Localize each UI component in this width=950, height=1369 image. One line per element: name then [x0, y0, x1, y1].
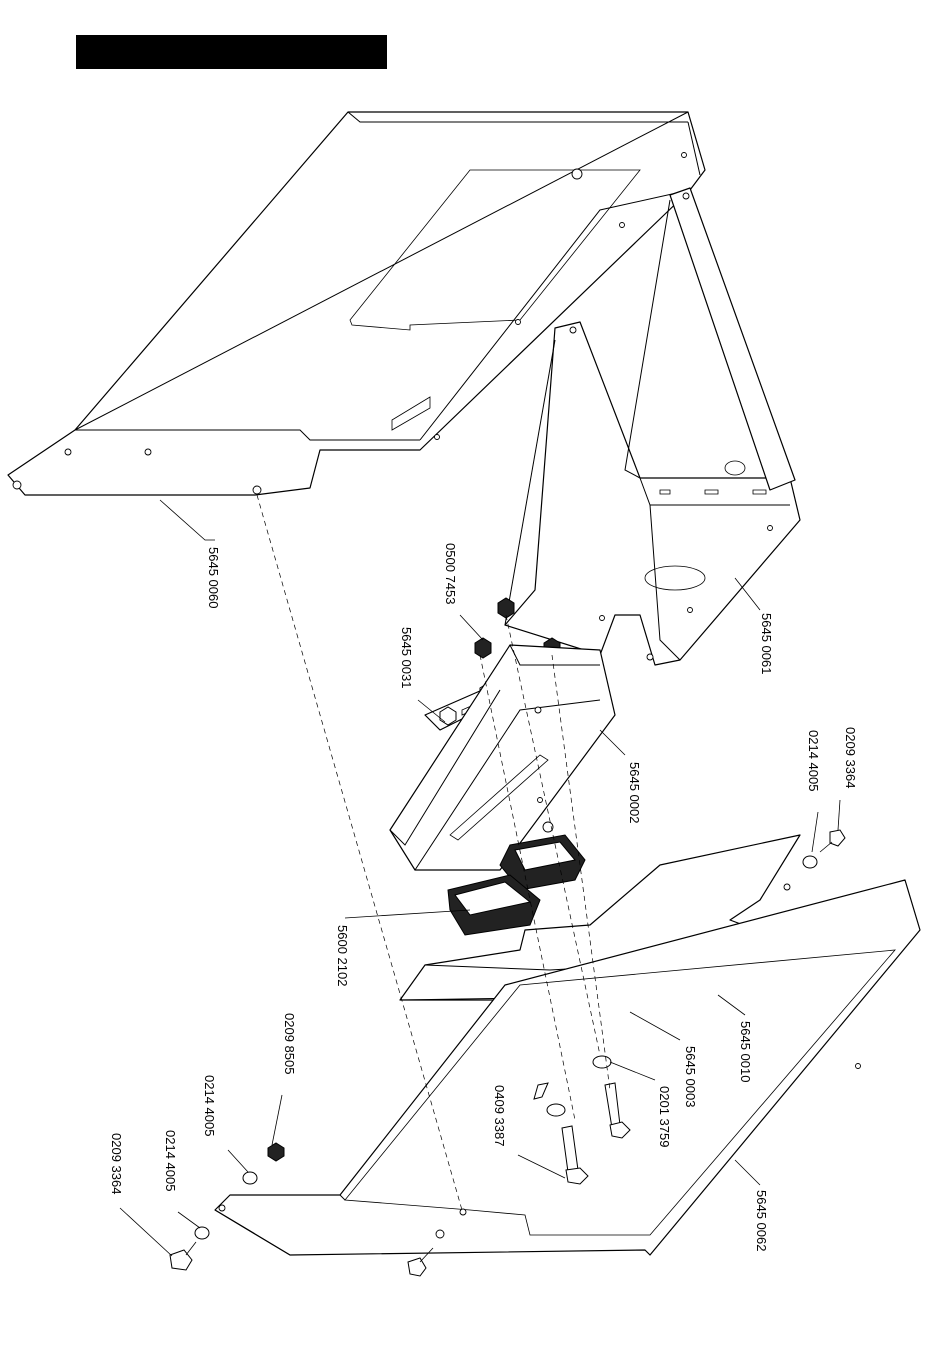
- label-0209-3364-left: 0209 3364: [109, 1133, 124, 1194]
- label-5645-0003: 5645 0003: [683, 1046, 698, 1107]
- label-0500-7453: 0500 7453: [443, 543, 458, 604]
- label-0214-4005-left: 0214 4005: [163, 1130, 178, 1191]
- right-bolt-and-washer: [803, 830, 845, 868]
- label-0214-4005-right: 0214 4005: [806, 730, 821, 791]
- label-0409-3387: 0409 3387: [492, 1085, 507, 1146]
- label-5645-0002: 5645 0002: [627, 762, 642, 823]
- label-0209-8505: 0209 8505: [282, 1013, 297, 1074]
- mounting-channel: [390, 645, 615, 870]
- label-5645-0061: 5645 0061: [759, 613, 774, 674]
- label-0201-3759: 0201 3759: [657, 1086, 672, 1147]
- label-0209-3364-right: 0209 3364: [843, 727, 858, 788]
- label-5645-0062: 5645 0062: [754, 1190, 769, 1251]
- label-5645-0060: 5645 0060: [206, 547, 221, 608]
- label-0214-4005-mid: 0214 4005: [202, 1075, 217, 1136]
- label-5600-2102: 5600 2102: [335, 925, 350, 986]
- label-5645-0010: 5645 0010: [738, 1021, 753, 1082]
- label-5645-0031: 5645 0031: [399, 627, 414, 688]
